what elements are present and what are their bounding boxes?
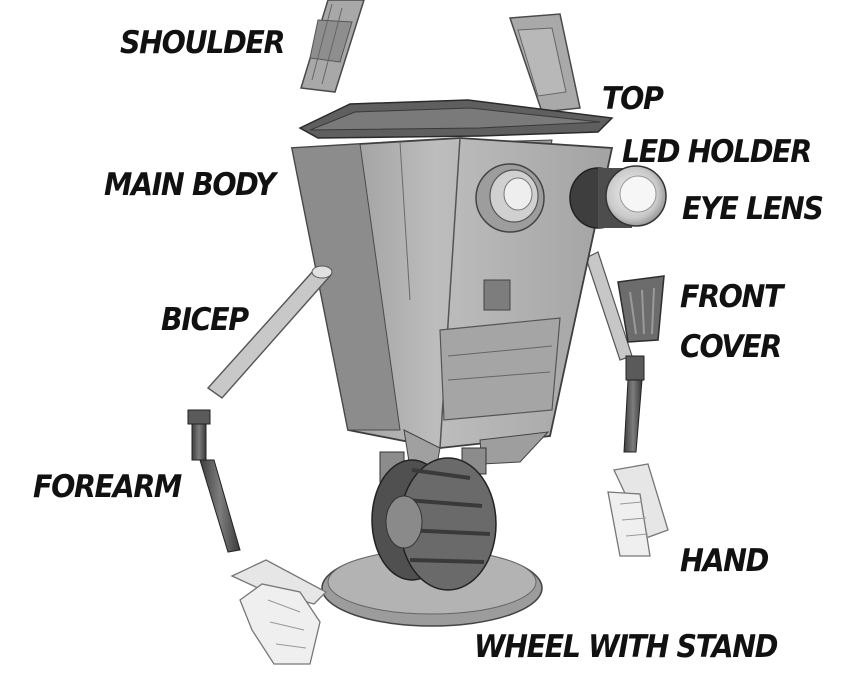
hand-right-part: [607, 463, 669, 557]
forearm-left-part: [187, 409, 241, 553]
label-top: TOP: [602, 81, 664, 117]
front-cover-part: [617, 275, 665, 343]
eye-lens-part: [569, 165, 667, 229]
label-led-holder: LED HOLDER: [622, 134, 812, 170]
label-forearm: FOREARM: [33, 469, 182, 505]
main-body-part: [290, 137, 614, 471]
label-hand: HAND: [680, 543, 769, 579]
hand-left-part: [230, 559, 328, 665]
label-shoulder: SHOULDER: [120, 25, 285, 61]
label-main-body: MAIN BODY: [104, 167, 276, 203]
forearm-right-part: [623, 355, 645, 453]
wheel-with-stand-part: [321, 447, 543, 627]
label-eye-lens: EYE LENS: [682, 191, 824, 227]
label-front: FRONT: [680, 279, 783, 315]
bicep-part: [206, 265, 333, 399]
label-cover: COVER: [680, 329, 782, 365]
shoulder-part-left: [300, 0, 365, 93]
label-bicep: BICEP: [161, 302, 249, 338]
top-plate-part: [298, 99, 614, 139]
label-wheel-with-stand: WHEEL WITH STAND: [474, 629, 778, 665]
shoulder-part-right: [508, 13, 581, 113]
